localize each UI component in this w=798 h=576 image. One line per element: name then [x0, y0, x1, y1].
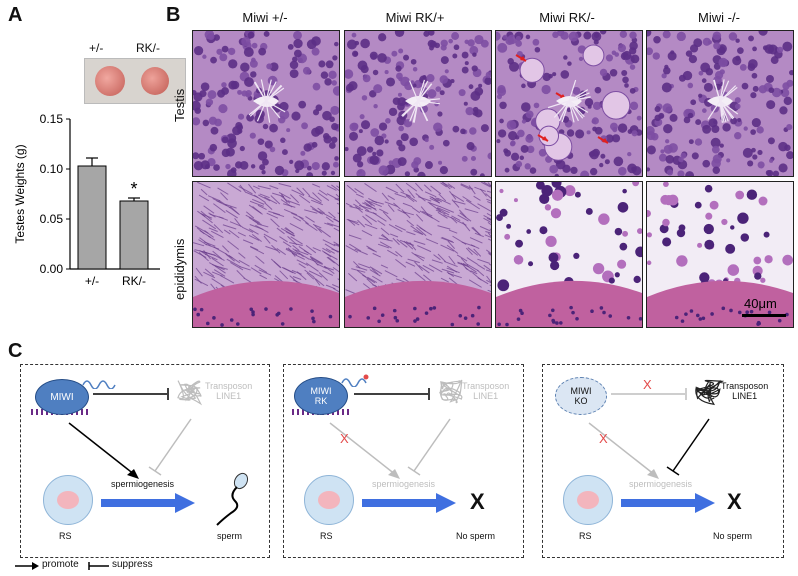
- y-tick-label: 0.15: [40, 112, 64, 126]
- methyl-tail-icon: [341, 374, 369, 387]
- development-arrow: [362, 493, 456, 513]
- col-title-rk-plus: Miwi RK/+: [385, 10, 445, 25]
- suppress-arrow-1-gray: [611, 388, 687, 400]
- spermiogenesis-label: spermiogenesis: [629, 479, 693, 489]
- miwi-rk-protein: MIWI RK: [294, 377, 348, 415]
- model-box-ko: MIWI KO X Transposon LINE1 X spermiogene…: [542, 364, 784, 558]
- spermiogenesis-label: spermiogenesis: [111, 479, 175, 489]
- testis-rk-minus-image: [495, 30, 643, 177]
- sperm-icon: [216, 472, 249, 526]
- suppress-arrow-2: [666, 418, 710, 476]
- suppress-arrow-2: [407, 418, 451, 476]
- rs-label: RS: [579, 531, 592, 541]
- testis-rk-plus-image: [344, 30, 492, 177]
- scale-bar: [742, 314, 786, 317]
- no-sperm-label: No sperm: [456, 531, 496, 541]
- round-spermatid: [43, 475, 93, 525]
- pirna-tail-icon: [82, 380, 116, 389]
- epididymis-het-image: [192, 181, 340, 328]
- round-spermatid: [304, 475, 354, 525]
- transposon-tangle-icon: [177, 380, 203, 406]
- block-mark-top: X: [643, 377, 652, 392]
- round-spermatid: [563, 475, 613, 525]
- bar: [77, 165, 107, 270]
- y-tick-label: 0.05: [40, 212, 64, 226]
- block-mark: X: [599, 431, 608, 446]
- testis-het-image: [192, 30, 340, 177]
- legend-promote-arrow: [15, 562, 39, 570]
- col-title-rk-minus: Miwi RK/-: [539, 10, 595, 25]
- legend-suppress-label: suppress: [112, 559, 153, 570]
- y-axis-label: Testes Weights (g): [13, 144, 27, 243]
- transposon-label: Transposon LINE1: [462, 381, 510, 401]
- legend-suppress-symbol: [88, 562, 109, 570]
- development-arrow: [101, 493, 195, 513]
- rs-label: RS: [320, 531, 333, 541]
- suppress-arrow-1: [354, 388, 430, 400]
- panel-c-letter: C: [8, 340, 23, 362]
- transposon-label: Transposon LINE1: [721, 381, 769, 401]
- no-sperm-x: X: [470, 489, 485, 514]
- col-title-ko: Miwi -/-: [698, 10, 740, 25]
- promote-arrow-gray: [588, 422, 659, 479]
- miwi-ko-protein: MIWI KO: [555, 377, 607, 415]
- no-sperm-label: No sperm: [713, 531, 753, 541]
- miwi-protein: MIWI: [35, 379, 89, 415]
- transposon-tangle-icon: [695, 379, 725, 406]
- sperm-label: sperm: [217, 531, 243, 541]
- epididymis-rk-minus-image: [495, 181, 643, 328]
- testis-ko-image: [646, 30, 794, 177]
- scale-bar-label: 40μm: [744, 296, 777, 311]
- testes-photo: [84, 58, 186, 104]
- transposon-tangle-icon: [439, 379, 463, 404]
- x-tick-label: +/-: [85, 274, 99, 288]
- row-label-epididymis: epididymis: [172, 238, 187, 300]
- transposon-label: Transposon LINE1: [205, 381, 253, 401]
- panel-b-letter: B: [166, 4, 181, 26]
- testis-rk: [141, 67, 169, 95]
- block-mark: X: [340, 431, 349, 446]
- photo-label-rk: RK/-: [136, 41, 160, 55]
- model-box-rk: MIWI RK Transposon LINE1 X spermiogenesi…: [283, 364, 524, 558]
- epididymis-ko-image: [646, 181, 794, 328]
- promote-arrow-gray: [329, 422, 400, 479]
- spermiogenesis-label: spermiogenesis: [372, 479, 436, 489]
- epididymis-rk-plus-image: [344, 181, 492, 328]
- photo-label-het: +/-: [89, 41, 104, 55]
- model-box-wildtype: MIWI Transposon LINE1 spermiogenesis RS …: [20, 364, 270, 558]
- testis-het: [95, 66, 125, 96]
- y-tick-label: 0.10: [40, 162, 64, 176]
- no-sperm-x: X: [727, 489, 742, 514]
- legend-promote-label: promote: [42, 559, 79, 570]
- y-tick-label: 0.00: [40, 262, 64, 276]
- promote-arrow: [68, 422, 139, 479]
- suppress-arrow-1: [93, 388, 169, 400]
- suppress-arrow-2: [148, 418, 192, 476]
- panel-a-letter: A: [8, 4, 23, 26]
- development-arrow: [621, 493, 715, 513]
- bar: [119, 200, 149, 270]
- col-title-het: Miwi +/-: [242, 10, 288, 25]
- significance-star: *: [130, 179, 137, 199]
- row-label-testis: Testis: [172, 88, 187, 122]
- rs-label: RS: [59, 531, 72, 541]
- x-tick-label: RK/-: [122, 274, 146, 288]
